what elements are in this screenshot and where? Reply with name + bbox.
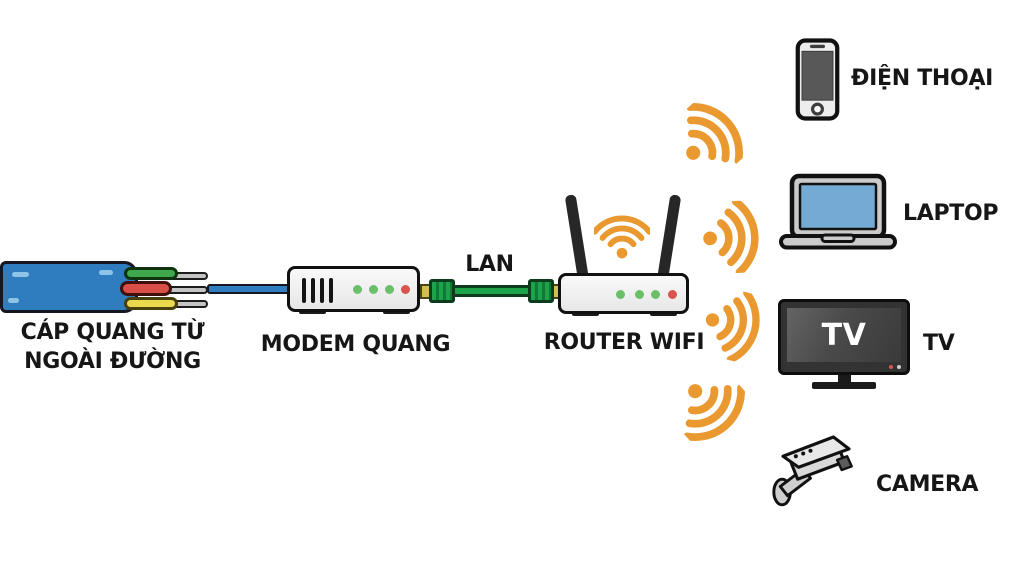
tv-bezel: TV (778, 299, 910, 375)
device-label-laptop: LAPTOP (903, 201, 999, 226)
modem-label: MODEM QUANG (260, 332, 451, 357)
fiber-strand-yellow (124, 297, 178, 310)
rj45-connector (429, 279, 455, 303)
wifi-signal-icon-down (661, 359, 766, 464)
fiber-cable-body (0, 261, 138, 313)
router-led-green (616, 290, 625, 299)
router-body (558, 273, 689, 314)
modem-led-green (369, 285, 378, 294)
device-label-tv: TV (923, 331, 955, 356)
router-label: ROUTER WIFI (543, 330, 705, 355)
modem-led-red (401, 285, 410, 294)
fiber-cable-label: CÁP QUANG TỪ NGOÀI ĐƯỜNG (0, 318, 225, 376)
router-led-green (635, 290, 644, 299)
router-wifi-icon (594, 205, 650, 261)
cctv-camera-icon (772, 435, 853, 507)
device-label-phone: ĐIỆN THOẠI (851, 66, 994, 91)
lan-cable (451, 285, 533, 297)
rj45-connector (528, 279, 554, 303)
fiber-label-line1: CÁP QUANG TỪ (20, 320, 205, 345)
modem-led-green (385, 285, 394, 294)
smartphone-icon (795, 38, 840, 121)
modem-body (287, 266, 420, 312)
router-antenna-left (564, 194, 590, 285)
fiber-strand-red (120, 281, 172, 296)
lan-label: LAN (465, 252, 514, 277)
tv-base (812, 382, 876, 389)
tv-screen-text: TV (821, 317, 867, 353)
modem-led-green (353, 285, 362, 294)
laptop-icon (779, 173, 897, 250)
router-led-green (651, 290, 660, 299)
router-led-red (668, 290, 677, 299)
device-label-camera: CAMERA (876, 472, 979, 497)
router-antenna-right (656, 194, 682, 285)
fiber-label-line2: NGOÀI ĐƯỜNG (24, 349, 201, 375)
wifi-signal-icon-right (698, 199, 774, 275)
tv-neck (838, 374, 851, 383)
wifi-signal-icon-up-right (661, 83, 766, 188)
fiber-strand-green (124, 267, 178, 280)
drop-cable (207, 284, 291, 294)
